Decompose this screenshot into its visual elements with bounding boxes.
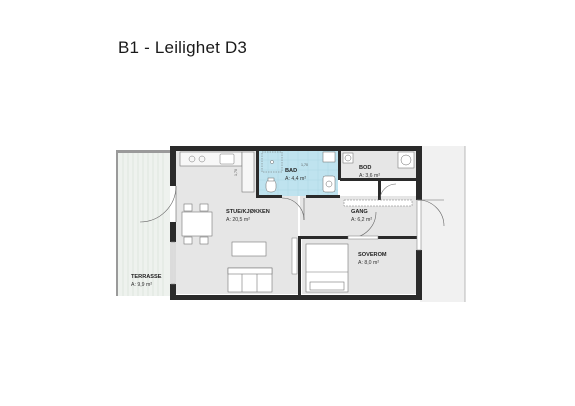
coffee-table [231,241,267,257]
terrace-railing-left [116,150,118,296]
exterior-strip [420,146,465,302]
bath-fixtures [261,151,336,193]
wardrobe [343,199,413,240]
tv-unit [291,237,298,275]
ceiling-note-left: 1,70 [234,169,238,176]
room-bod-name: BOD [359,165,371,171]
room-gang-area: A: 6,2 m² [351,217,372,223]
room-stue-area: A: 20,5 m² [226,217,250,223]
room-gang-name: GANG [351,209,368,215]
terrace-railing [116,150,172,153]
dining-table [181,203,213,245]
room-stue-name: STUE/KJØKKEN [226,209,270,215]
plan-title: B1 - Leilighet D3 [118,38,248,57]
room-bod-area: A: 3,6 m² [359,173,380,179]
ceiling-note-right: 1,70 [301,163,308,167]
room-soverom-area: A: 8,0 m² [358,260,379,266]
kitchen-sink [219,153,235,165]
terrace-area [118,153,170,296]
terrace-decking [122,153,164,296]
room-soverom-name: SOVEROM [358,252,387,258]
walls [170,146,422,300]
room-terrasse-area: A: 9,9 m² [131,282,152,288]
windows [170,199,422,285]
bed [305,243,349,293]
room-terrasse-name: TERRASSE [131,274,162,280]
tall-cabinet [241,151,255,193]
bod-fixtures [342,151,415,169]
sofa [227,267,273,293]
room-bad-name: BAD [285,168,297,174]
room-bad-area: A: 4,4 m² [285,176,306,182]
